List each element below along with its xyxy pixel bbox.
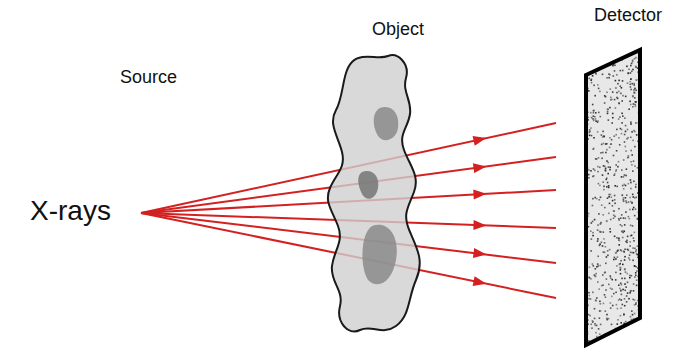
arrowhead xyxy=(473,136,487,146)
arrowhead xyxy=(473,220,486,230)
detector-plate xyxy=(586,50,641,346)
source-label: Source xyxy=(120,68,177,88)
object-blob xyxy=(328,55,420,331)
detector-label: Detector xyxy=(594,6,662,26)
arrowhead xyxy=(473,276,487,286)
arrowhead xyxy=(473,190,486,200)
object-label: Object xyxy=(372,20,424,40)
source-title: X-rays xyxy=(30,196,111,227)
arrowhead xyxy=(473,163,487,173)
arrowhead xyxy=(473,248,487,258)
